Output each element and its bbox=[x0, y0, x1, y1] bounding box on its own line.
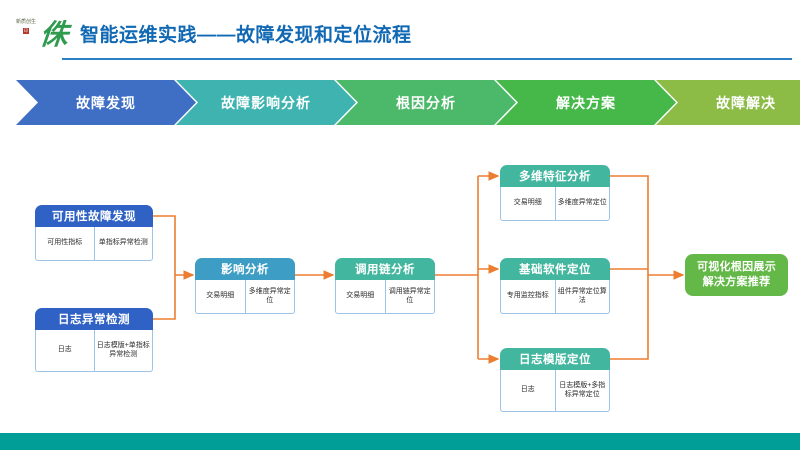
flow-node-title: 基础软件定位 bbox=[500, 258, 610, 280]
flow-node-cell-2: 单指标异常检测 bbox=[93, 227, 153, 260]
page-title: 智能运维实践——故障发现和定位流程 bbox=[80, 25, 412, 46]
stage-chevron-label: 故障发现 bbox=[76, 94, 136, 111]
logo-seal-icon: 印 bbox=[23, 27, 29, 34]
flow-node-title: 多维特征分析 bbox=[500, 165, 610, 187]
flow-node-title: 影响分析 bbox=[195, 258, 295, 280]
flow-node-impact-analysis[interactable]: 影响分析交易明细 多维度异常定位 bbox=[195, 258, 295, 314]
flow-node-cells: 交易明细 调用链异常定位 bbox=[335, 280, 435, 314]
flow-node-multidim-feature-analysis[interactable]: 多维特征分析交易明细 多维度异常定位 bbox=[500, 165, 610, 221]
stage-chevron-2[interactable]: 故障影响分析 bbox=[176, 80, 356, 125]
flow-node-cell-2: 调用链异常定位 bbox=[384, 280, 435, 313]
brand-logo: 新质创生 印 侏 bbox=[14, 18, 72, 52]
flow-node-title: 可用性故障发现 bbox=[35, 205, 153, 227]
flow-node-log-template-localization[interactable]: 日志模版定位日志 日志模版+多指标异常定位 bbox=[500, 348, 610, 412]
flow-node-cells: 专用监控指标组件异常定位算法 bbox=[500, 280, 610, 314]
flow-node-cells: 交易明细 多维度异常定位 bbox=[500, 187, 610, 221]
fault-localization-flow-diagram: 可用性故障发现可用性指标 单指标异常检测日志异常检测日志 日志模版+单指标异常检测 影… bbox=[0, 130, 800, 425]
flow-node-cell-2: 多维度异常定位 bbox=[554, 187, 610, 220]
flow-node-cell-1: 可用性指标 bbox=[47, 239, 83, 247]
flow-node-base-software-localization[interactable]: 基础软件定位专用监控指标组件异常定位算法 bbox=[500, 258, 610, 314]
flow-node-cells: 日志 日志模版+多指标异常定位 bbox=[500, 370, 610, 412]
page-header: 新质创生 印 侏 智能运维实践——故障发现和定位流程 bbox=[0, 0, 800, 62]
process-stage-banner: 故障发现 故障影响分析 根因分析 解决方案 故障解决 bbox=[16, 80, 784, 125]
flow-node-cell-1: 交易明细 bbox=[346, 292, 375, 300]
flow-node-title: 日志模版定位 bbox=[500, 348, 610, 370]
title-underline-divider bbox=[62, 58, 792, 60]
flow-node-cell-2: 日志模版+多指标异常定位 bbox=[554, 370, 610, 411]
flow-node-cell-1: 日志 bbox=[57, 346, 72, 354]
flow-node-cell-1: 专用监控指标 bbox=[506, 292, 549, 300]
flow-node-availability-fault-discovery[interactable]: 可用性故障发现可用性指标 单指标异常检测 bbox=[35, 205, 153, 261]
flow-node-title: 日志异常检测 bbox=[35, 308, 153, 330]
flow-node-cells: 交易明细 多维度异常定位 bbox=[195, 280, 295, 314]
flow-node-title: 调用链分析 bbox=[335, 258, 435, 280]
flow-node-cell-2: 组件异常定位算法 bbox=[554, 280, 610, 313]
flow-node-cell-2: 多维度异常定位 bbox=[244, 280, 295, 313]
stage-chevron-label: 根因分析 bbox=[396, 94, 456, 111]
flow-node-cell-1: 日志 bbox=[520, 386, 535, 394]
flow-node-result-label: 可视化根因展示解决方案推荐 bbox=[696, 261, 777, 288]
flow-connectors bbox=[153, 171, 685, 364]
flow-node-cells: 日志 日志模版+单指标异常检测 bbox=[35, 330, 153, 372]
logo-vertical-text: 新质创生 印 bbox=[16, 19, 37, 34]
stage-chevron-1[interactable]: 故障发现 bbox=[16, 80, 196, 125]
flow-node-cell-1: 交易明细 bbox=[513, 199, 542, 207]
stage-chevron-label: 解决方案 bbox=[556, 94, 616, 111]
flow-node-cells: 可用性指标 单指标异常检测 bbox=[35, 227, 153, 261]
flow-node-trace-chain-analysis[interactable]: 调用链分析交易明细 调用链异常定位 bbox=[335, 258, 435, 314]
bottom-accent-bar bbox=[0, 433, 800, 450]
stage-chevron-5[interactable]: 故障解决 bbox=[656, 80, 800, 125]
flow-node-cell-1: 交易明细 bbox=[206, 292, 235, 300]
stage-chevron-4[interactable]: 解决方案 bbox=[496, 80, 676, 125]
stage-chevron-3[interactable]: 根因分析 bbox=[336, 80, 516, 125]
flow-node-cell-2: 日志模版+单指标异常检测 bbox=[93, 330, 153, 371]
flow-node-root-cause-visualization[interactable]: 可视化根因展示解决方案推荐 bbox=[685, 254, 788, 296]
flow-node-log-anomaly-detection[interactable]: 日志异常检测日志 日志模版+单指标异常检测 bbox=[35, 308, 153, 372]
logo-brush-glyph: 侏 bbox=[38, 18, 70, 51]
stage-chevron-label: 故障解决 bbox=[716, 94, 776, 111]
stage-chevron-label: 故障影响分析 bbox=[221, 94, 311, 111]
